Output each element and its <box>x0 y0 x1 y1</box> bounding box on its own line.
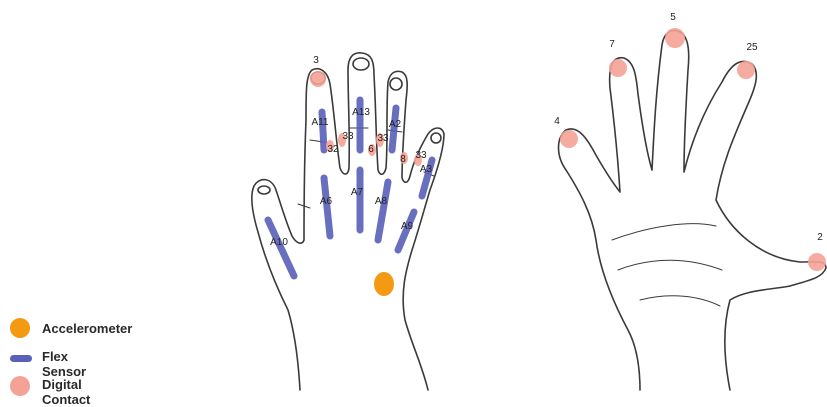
contact-label: 8 <box>400 154 406 165</box>
contact-label: 33 <box>342 131 354 142</box>
back-of-hand <box>252 53 444 390</box>
contact-label: 3 <box>313 55 319 66</box>
digital-contact-swatch <box>10 376 30 396</box>
digital-contacts-palm <box>560 28 826 271</box>
knuckle-creases <box>298 128 434 208</box>
digital-contact-4 <box>560 130 578 148</box>
flex-sensor-a6 <box>324 178 330 236</box>
palm-creases <box>612 224 722 306</box>
digital-contact-7 <box>609 59 627 77</box>
digital-contact-3 <box>310 71 326 87</box>
contact-label: 32 <box>327 144 339 155</box>
thumbnail <box>258 186 270 194</box>
contact-label: 7 <box>609 39 615 50</box>
flex-label: A3 <box>420 164 433 175</box>
flex-label: A11 <box>311 117 328 128</box>
flex-sensor-swatch <box>10 355 32 362</box>
palm-of-hand <box>559 31 827 390</box>
contact-label: 4 <box>554 116 560 127</box>
flex-sensor-a8 <box>378 182 388 240</box>
flex-label: A13 <box>352 107 370 118</box>
flex-label: A7 <box>351 187 364 198</box>
fingernail-middle <box>353 58 369 70</box>
contact-label: 25 <box>746 42 758 53</box>
flex-label: A10 <box>270 237 288 248</box>
legend-label: Digital Contact <box>42 377 90 407</box>
digital-contact-5 <box>665 28 685 48</box>
contact-label: 5 <box>670 12 676 23</box>
flex-label: A6 <box>320 196 333 207</box>
fingernail-ring <box>390 78 402 90</box>
accelerometer-marker <box>374 272 394 296</box>
flex-label: A9 <box>401 221 414 232</box>
palm-outline <box>559 31 827 390</box>
contact-label: 6 <box>368 144 374 155</box>
flex-label: A2 <box>389 119 402 130</box>
fingernail-pinky <box>431 133 441 143</box>
flex-label: A8 <box>375 196 388 207</box>
legend-label: Flex Sensor <box>42 349 86 379</box>
contact-label: 33 <box>377 133 389 144</box>
flex-sensor-a10 <box>268 220 294 276</box>
digital-contact-2 <box>808 253 826 271</box>
contact-label: 2 <box>817 232 823 243</box>
accelerometer-swatch <box>10 318 30 338</box>
digital-contact-25 <box>737 61 755 79</box>
legend-label: Accelerometer <box>42 321 132 336</box>
back-hand-outline <box>252 53 444 390</box>
glove-sensor-diagram: 3 A11 A13 A2 33 32 33 6 8 33 A3 A6 A7 A8… <box>0 0 827 397</box>
contact-label: 33 <box>415 150 427 161</box>
